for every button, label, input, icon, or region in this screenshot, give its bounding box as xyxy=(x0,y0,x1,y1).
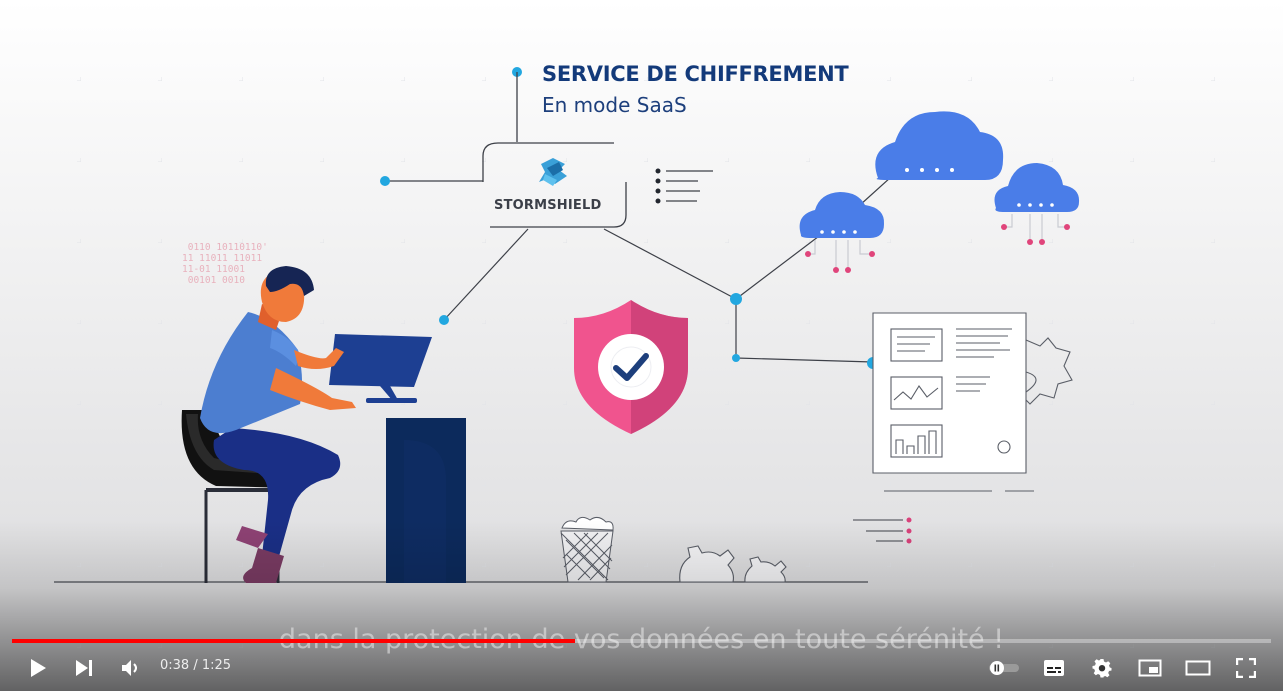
duration: 1:25 xyxy=(201,658,232,673)
fullscreen-icon xyxy=(1236,658,1256,678)
settings-button[interactable] xyxy=(1084,648,1120,688)
time-display: 0:38 / 1:25 xyxy=(160,658,231,673)
theater-icon xyxy=(1185,660,1211,676)
next-icon xyxy=(76,660,92,676)
shield-icon xyxy=(574,300,688,434)
computer-monitor xyxy=(329,334,432,403)
video-title: SERVICE DE CHIFFREMENT xyxy=(542,62,849,86)
play-button[interactable] xyxy=(20,648,56,688)
cloud-small xyxy=(994,163,1080,245)
video-subtitle: En mode SaaS xyxy=(542,93,687,117)
gear-icon xyxy=(1092,659,1112,678)
progress-played xyxy=(12,639,575,643)
next-button[interactable] xyxy=(66,648,102,688)
miniplayer-icon xyxy=(1138,659,1162,677)
play-icon xyxy=(31,659,46,677)
fullscreen-button[interactable] xyxy=(1228,648,1264,688)
current-time: 0:38 xyxy=(160,658,190,673)
cloud-medium xyxy=(799,192,885,273)
autoplay-toggle-icon xyxy=(989,661,1019,675)
player-controls: 0:38 / 1:25 xyxy=(0,648,1283,688)
subtitles-button[interactable] xyxy=(1036,648,1072,688)
binary-text: 0110 10110110' 11 11011 11011 11-01 1100… xyxy=(182,242,268,286)
time-separator: / xyxy=(189,658,202,673)
volume-icon xyxy=(122,660,137,676)
miniplayer-button[interactable] xyxy=(1132,648,1168,688)
subtitles-icon xyxy=(1044,660,1064,676)
autoplay-toggle[interactable] xyxy=(984,648,1024,688)
progress-bar[interactable] xyxy=(12,639,1271,643)
volume-button[interactable] xyxy=(112,648,148,688)
brand-name: STORMSHIELD xyxy=(494,198,602,213)
cloud-large xyxy=(875,111,1004,180)
stormshield-logo xyxy=(539,158,567,186)
theater-mode-button[interactable] xyxy=(1180,648,1216,688)
wastebasket-icon xyxy=(560,516,614,583)
person-at-computer xyxy=(200,266,356,583)
report-document xyxy=(872,312,1073,492)
